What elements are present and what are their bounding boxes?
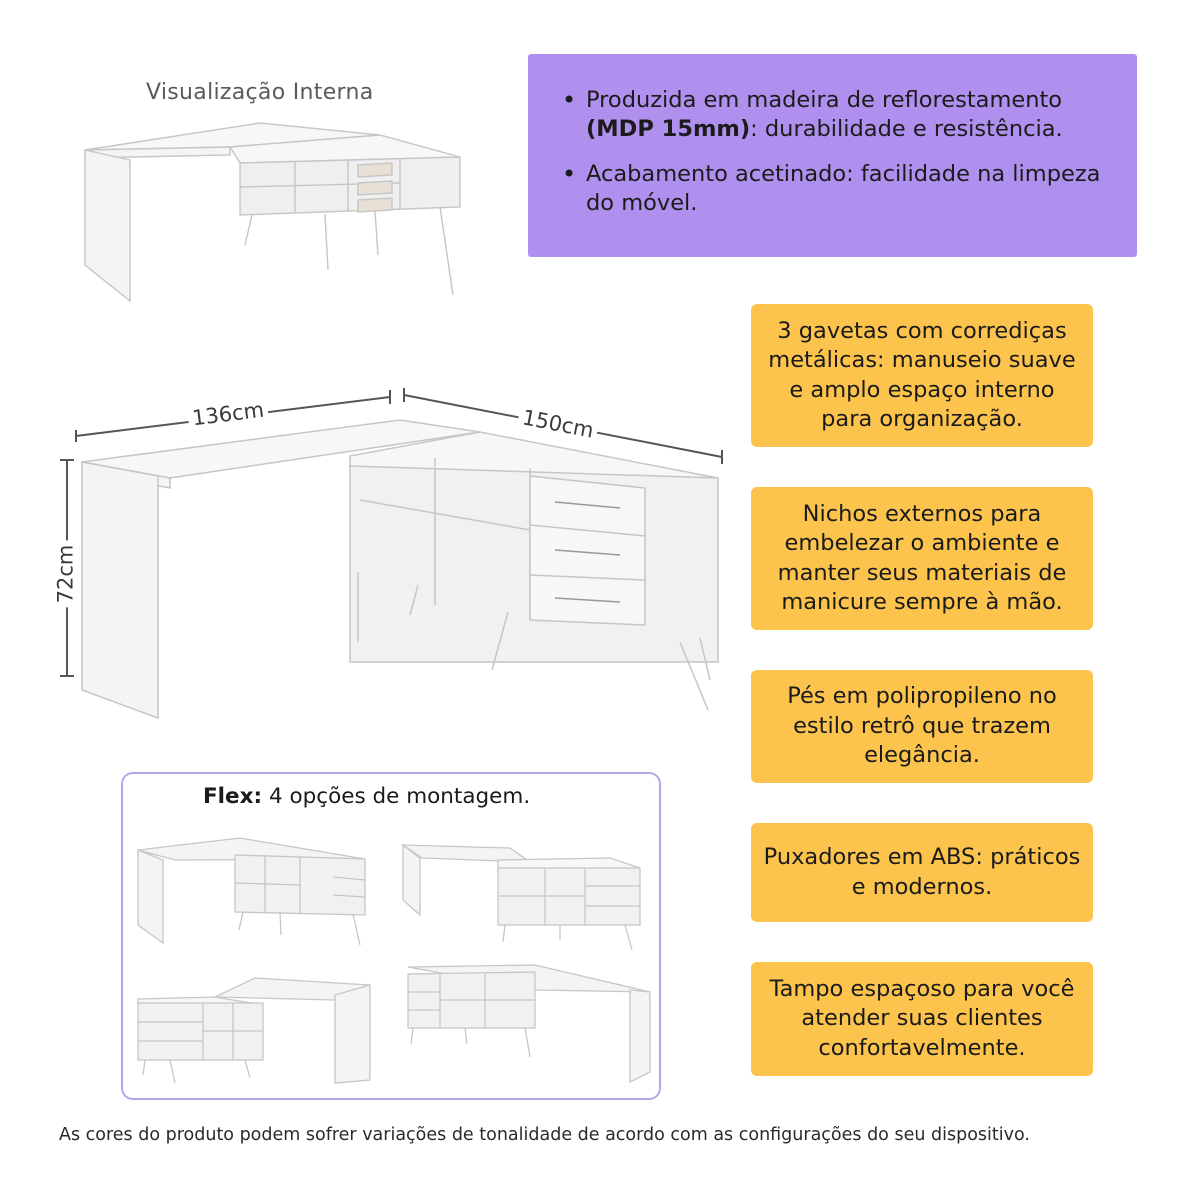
main-desk-drawing	[60, 388, 723, 720]
footer-disclaimer: As cores do produto podem sofrer variaçõ…	[59, 1125, 1030, 1145]
dimension-label-72: 72cm	[53, 540, 78, 608]
flex-option-2-drawing	[400, 843, 641, 951]
purple-feature-box: Produzida em madeira de reflorestamento …	[528, 54, 1137, 257]
internal-view-drawing	[84, 122, 461, 303]
feature-item-material: Produzida em madeira de reflorestamento …	[560, 86, 1107, 144]
interna-title: Visualização Interna	[146, 80, 374, 105]
flex-option-4-drawing	[407, 964, 651, 1084]
feature-box-top: Tampo espaçoso para você atender suas cl…	[751, 962, 1093, 1076]
feature-box-niches: Nichos externos para embelezar o ambient…	[751, 487, 1093, 630]
flex-title: Flex: 4 opções de montagem.	[203, 784, 531, 809]
feature-box-handles: Puxadores em ABS: práticos e modernos.	[751, 823, 1093, 922]
flex-option-3-drawing	[137, 977, 371, 1084]
flex-options-box	[121, 772, 661, 1100]
feature-box-drawers: 3 gavetas com corrediças metálicas: manu…	[751, 304, 1093, 447]
feature-item-finish: Acabamento acetinado: facilidade na limp…	[560, 160, 1107, 218]
feature-box-feet: Pés em polipropileno no estilo retrô que…	[751, 670, 1093, 783]
flex-option-1-drawing	[137, 837, 366, 946]
